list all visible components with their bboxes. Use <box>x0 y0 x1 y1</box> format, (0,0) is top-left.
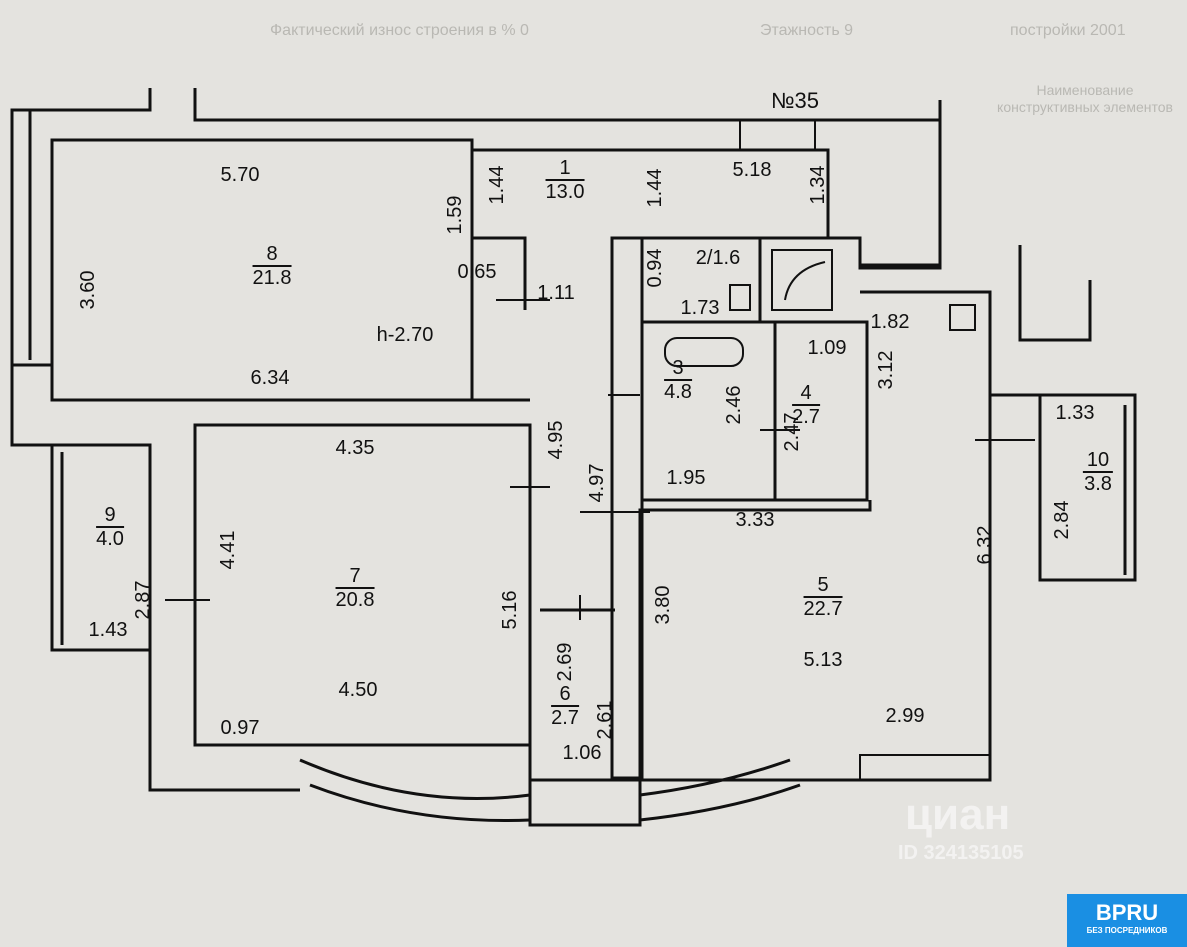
dimension: 4.97 <box>586 463 608 503</box>
dimension: 1.33 <box>1055 402 1095 424</box>
dimension: 1.43 <box>88 619 128 641</box>
dimension: 1.44 <box>644 168 666 208</box>
room-area: 3.8 <box>1084 473 1112 495</box>
dimension: 4.41 <box>217 530 239 570</box>
room-number: 1 <box>545 157 585 181</box>
dimension: 1.95 <box>666 467 706 489</box>
room-number: 5 <box>803 574 843 598</box>
dimension: 5.70 <box>220 164 260 186</box>
dimension: 0.94 <box>644 248 666 288</box>
dimension: 6.34 <box>250 367 290 389</box>
dimension: 2.61 <box>594 700 616 740</box>
dimension: 1.11 <box>537 282 575 304</box>
dimension: 3.12 <box>875 350 897 390</box>
room-area: 20.8 <box>335 589 375 611</box>
ceiling-height: h-2.70 <box>376 324 434 346</box>
dimension: 0.97 <box>220 717 260 739</box>
bg-text: Наименование конструктивных элементов <box>997 82 1173 115</box>
outer-walls <box>10 88 1137 827</box>
room-number: 6 <box>551 683 579 707</box>
logo-name: BPRU <box>1095 900 1159 925</box>
dimension: 1.44 <box>486 165 508 205</box>
room-number: 8 <box>252 243 292 267</box>
dimension: 5.13 <box>803 649 843 671</box>
room-number: 10 <box>1082 449 1114 473</box>
room-area: 4.0 <box>96 528 124 550</box>
bg-text: Фактический износ строения в % 0 <box>270 22 529 39</box>
dimension-ticks <box>165 299 1035 620</box>
bpru-logo: BPRU БЕЗ ПОСРЕДНИКОВ <box>1067 894 1187 947</box>
room-number: 9 <box>96 504 124 528</box>
dimension: 4.50 <box>338 679 378 701</box>
dimension: 2.47 <box>781 412 803 452</box>
room-number: 3 <box>664 357 692 381</box>
room-2: 2/1.6 <box>696 247 740 269</box>
dimension: 2.87 <box>132 580 154 620</box>
dimension: 2.99 <box>885 705 925 727</box>
dimension: 1.73 <box>680 297 720 319</box>
room-area: 2.7 <box>792 406 820 428</box>
dimension: 3.33 <box>735 509 775 531</box>
dimension: 5.18 <box>732 159 772 181</box>
dimension: 1.59 <box>444 195 466 235</box>
bg-text: Этажность 9 <box>760 22 853 39</box>
dimension: 3.60 <box>77 270 99 310</box>
dimension: 5.16 <box>499 590 521 630</box>
watermark-brand: циан <box>905 790 1011 839</box>
dimension: 1.09 <box>807 337 847 359</box>
dimension: 1.34 <box>807 165 829 205</box>
bg-text: постройки 2001 <box>1010 22 1126 39</box>
dimension: 1.82 <box>870 311 910 333</box>
room-number: 7 <box>335 565 375 589</box>
apartment-number: №35 <box>770 88 820 113</box>
dimension: 0.65 <box>457 261 497 283</box>
dimension: 1.06 <box>562 742 602 764</box>
room-area: 22.7 <box>803 598 843 620</box>
dimension: 4.35 <box>335 437 375 459</box>
room-area: 21.8 <box>252 267 292 289</box>
room-number: 2/1.6 <box>695 247 741 269</box>
dimension: 4.95 <box>545 420 567 460</box>
room-number: 4 <box>792 382 820 406</box>
dimension: 2.69 <box>554 642 576 682</box>
dimension: 3.80 <box>652 585 674 625</box>
watermark-id: ID 324135105 <box>898 842 1024 864</box>
room-area: 2.7 <box>551 707 579 729</box>
room-area: 4.8 <box>664 381 692 403</box>
room-area: 13.0 <box>545 181 585 203</box>
dimension: 6.32 <box>974 525 996 565</box>
logo-tagline: БЕЗ ПОСРЕДНИКОВ <box>1086 926 1168 935</box>
dimension: 2.46 <box>723 385 745 425</box>
dimension: 2.84 <box>1051 500 1073 540</box>
